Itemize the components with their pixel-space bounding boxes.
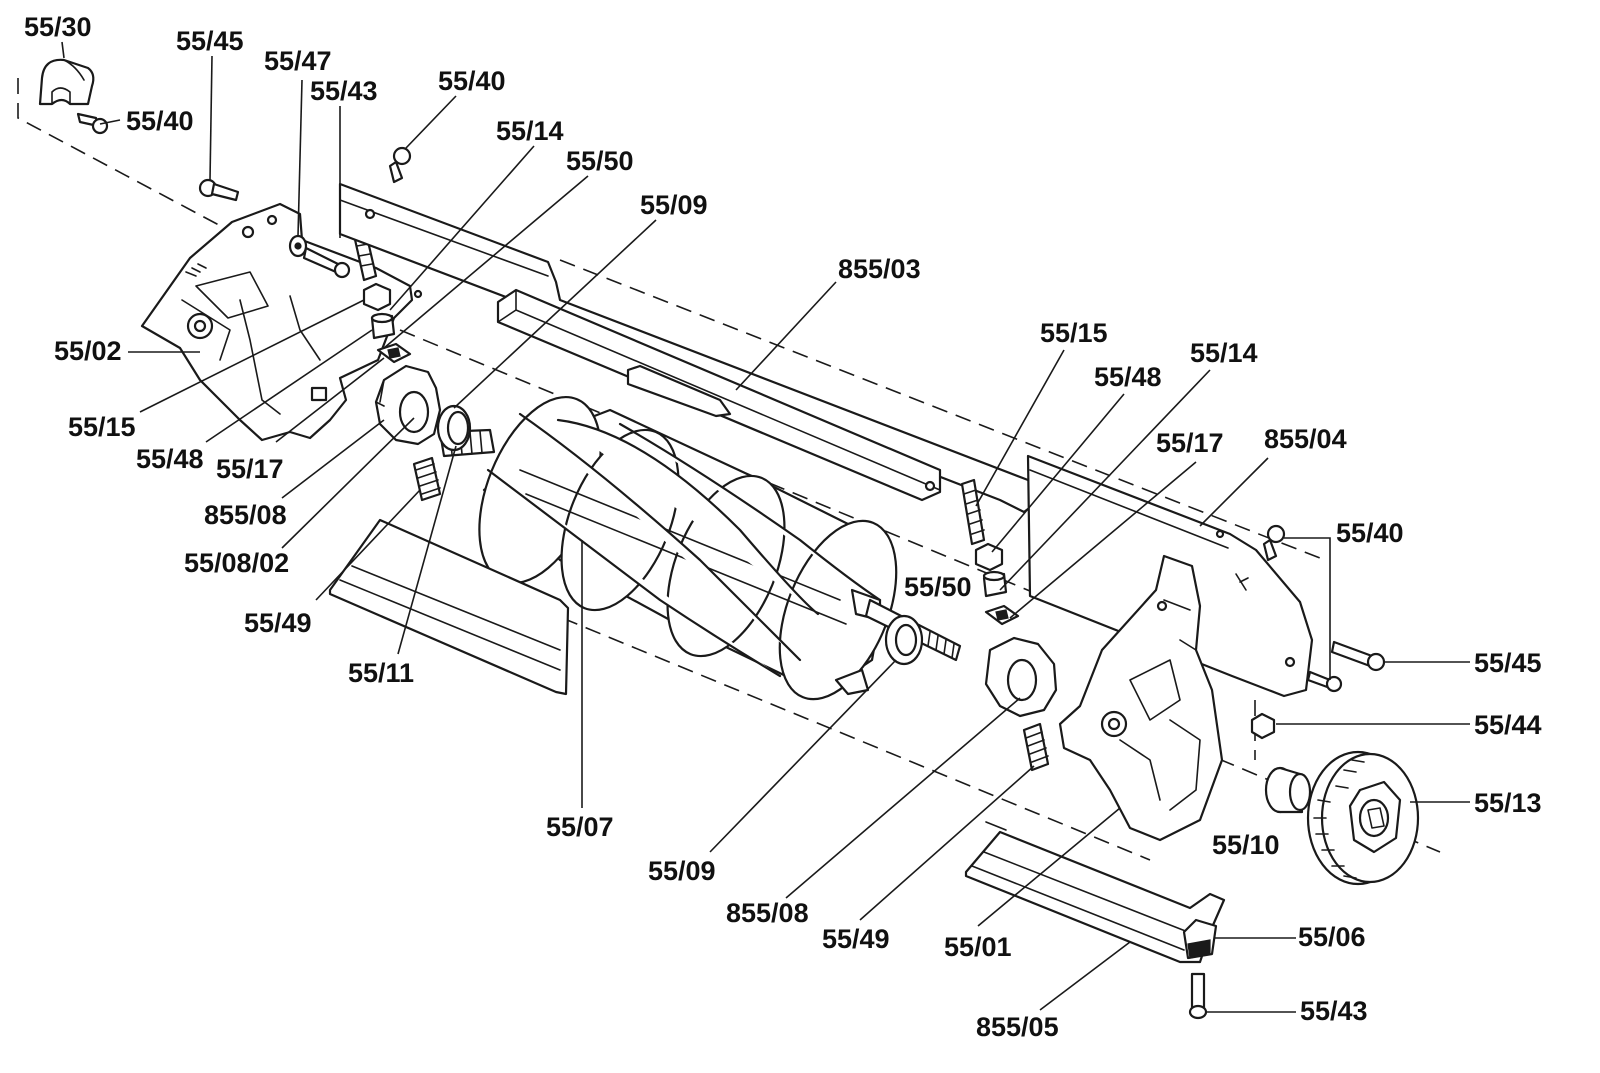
bearing-ring-55-09-left [436, 404, 472, 452]
label-55-09-bottom: 55/09 [648, 856, 716, 886]
label-55-17-right: 55/17 [1156, 428, 1224, 458]
label-55-11: 55/11 [348, 658, 414, 688]
label-855-08-left: 855/08 [204, 500, 287, 530]
label-855-08-bottom: 855/08 [726, 898, 809, 928]
screw-55-40-right-a [1262, 524, 1286, 562]
cap-55-30 [38, 58, 95, 106]
label-55-45-top: 55/45 [176, 26, 244, 56]
label-55-40-topleft: 55/40 [126, 106, 194, 136]
bearing-housing-right-855-08 [984, 636, 1058, 718]
wheel-55-13 [1306, 750, 1420, 886]
label-55-17-left: 55/17 [216, 454, 284, 484]
side-plate-right-55-01 [1058, 554, 1224, 842]
spring-55-49-right [1022, 722, 1050, 772]
bottom-blade-left [328, 518, 570, 696]
bearing-housing-left-855-08 [374, 364, 442, 446]
washer-55-47 [288, 234, 308, 258]
label-855-04: 855/04 [1264, 424, 1347, 454]
label-55-49-left: 55/49 [244, 608, 312, 638]
label-855-03: 855/03 [838, 254, 921, 284]
label-55-15-right: 55/15 [1040, 318, 1108, 348]
bottom-blade-855-05 [964, 821, 1226, 964]
screw-55-43-topleft [302, 246, 351, 279]
label-55-01: 55/01 [944, 932, 1012, 962]
clip-55-50-right [984, 604, 1020, 626]
label-55-08-02: 55/08/02 [184, 548, 289, 578]
label-55-06: 55/06 [1298, 922, 1366, 952]
label-55-13: 55/13 [1474, 788, 1542, 818]
label-55-10: 55/10 [1212, 830, 1280, 860]
label-55-40-top: 55/40 [438, 66, 506, 96]
bracket-55-06 [1182, 918, 1218, 960]
label-55-43-bottom: 55/43 [1300, 996, 1368, 1026]
label-55-07: 55/07 [546, 812, 614, 842]
screw-55-40-top [388, 146, 412, 184]
label-55-48-right: 55/48 [1094, 362, 1162, 392]
screw-55-40-topleft [76, 112, 109, 135]
label-55-47: 55/47 [264, 46, 332, 76]
screw-55-40-right-b [1306, 670, 1343, 693]
cutting-cylinder-55-07 [478, 395, 898, 701]
screw-55-45-topleft [198, 178, 240, 202]
label-55-49-bottom: 55/49 [822, 924, 890, 954]
label-55-14-right: 55/14 [1190, 338, 1258, 368]
spring-55-15-right [960, 478, 986, 546]
label-55-44: 55/44 [1474, 710, 1542, 740]
bearing-ring-55-09-right [884, 614, 924, 666]
label-55-45-right: 55/45 [1474, 648, 1542, 678]
nut-55-48-left [362, 282, 392, 312]
label-55-50-top: 55/50 [566, 146, 634, 176]
screw-55-45-right [1330, 640, 1386, 672]
screw-55-43-bottom [1188, 972, 1208, 1020]
sleeve-55-14-left [370, 312, 396, 340]
label-55-09-top: 55/09 [640, 190, 708, 220]
label-55-14-top: 55/14 [496, 116, 564, 146]
nut-55-48-right [974, 542, 1004, 572]
label-55-48-left: 55/48 [136, 444, 204, 474]
nut-55-44 [1250, 712, 1276, 740]
square-rod [496, 288, 942, 502]
label-55-40-right: 55/40 [1336, 518, 1404, 548]
part-labels: 55/30 55/45 55/47 55/43 55/40 55/40 55/1… [24, 12, 1542, 1042]
label-55-43-top: 55/43 [310, 76, 378, 106]
clip-55-50-left [376, 342, 412, 364]
bushing-55-10 [1264, 766, 1312, 814]
label-55-15-left: 55/15 [68, 412, 136, 442]
label-855-05: 855/05 [976, 1012, 1059, 1042]
label-55-30: 55/30 [24, 12, 92, 42]
leader-lines [61, 41, 1470, 1013]
sleeve-55-14-right [982, 570, 1008, 598]
label-55-02: 55/02 [54, 336, 122, 366]
label-55-50-right: 55/50 [904, 572, 972, 602]
spring-55-49-left [412, 456, 442, 502]
